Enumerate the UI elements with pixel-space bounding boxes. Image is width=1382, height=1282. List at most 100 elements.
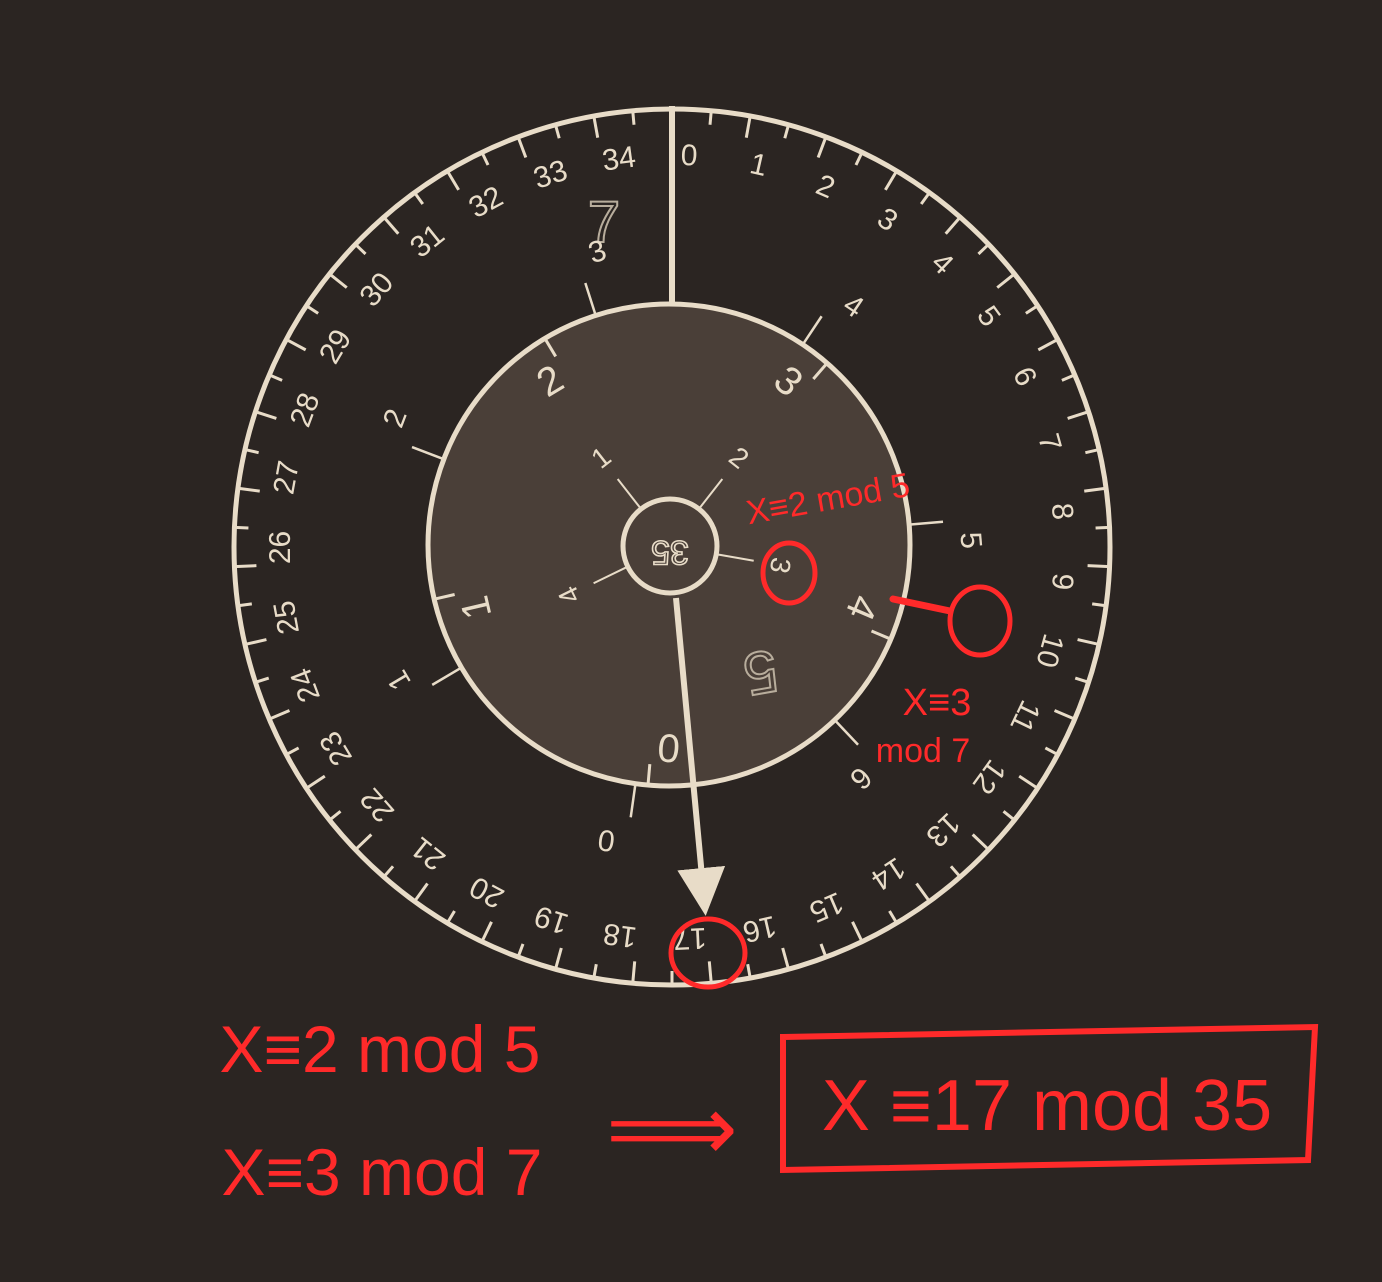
hub-circle [620,496,720,596]
outer-tick [1091,602,1107,608]
outer-tick [268,709,291,721]
outer-tick [382,216,400,235]
outer-tick [234,564,257,569]
middle-ring-label: 1 [381,664,418,695]
inner-disc-edge-tick [812,362,829,380]
outer-tick [920,191,931,205]
outer-ring-number: 10 [1029,630,1070,671]
outer-tick [285,746,300,756]
outer-tick [816,136,828,159]
outer-tick [1087,564,1110,569]
outer-tick [944,216,962,235]
outer-tick [1084,486,1107,493]
middle-ring-label: 5 [953,531,987,550]
outer-tick [254,410,277,420]
modulus-7-label: 7 [588,190,620,255]
outer-ring-number: 28 [284,388,327,431]
middle-ring-tick [431,666,463,686]
outer-tick [328,272,348,289]
outer-tick [592,115,600,138]
outer-ring-number: 13 [919,806,966,853]
outer-tick [592,963,598,979]
outer-tick [413,191,424,205]
outer-tick [949,865,962,878]
outer-ring-number: 18 [601,917,638,954]
outer-tick [851,921,864,943]
outer-ring-number: 20 [464,870,509,915]
hub-spoke [616,478,642,509]
inner-disc-edge-tick [646,764,652,786]
outer-ring-number: 15 [805,885,849,928]
outer-tick [888,910,898,924]
outer-ring-number: 26 [264,531,297,564]
hub-spoke [698,478,724,509]
outer-ring-number: 31 [404,218,451,265]
outer-tick [480,151,490,166]
outer-tick [354,243,367,256]
outer-tick [1044,746,1059,756]
outer-tick [305,774,326,790]
inner-disc-edge-tick [870,629,892,641]
outer-tick [446,170,460,191]
outer-tick [915,882,931,903]
outer-tick [1067,410,1090,420]
outer-tick [328,810,342,822]
outer-tick [1061,373,1076,382]
outer-tick [1025,304,1039,315]
hub-spoke [593,566,628,585]
outer-ring-number: 0 [680,139,698,173]
outer-tick [354,833,373,851]
middle-ring-label: 0 [596,823,617,858]
outer-ring-number: 16 [740,909,780,949]
outer-ring-number: 34 [600,140,638,177]
outer-tick [446,910,456,924]
middle-ring-tick [909,520,944,526]
outer-tick [382,865,395,878]
outer-tick [268,373,283,382]
outer-tick [480,921,493,943]
outer-tick [708,110,713,125]
outer-tick [305,304,319,315]
outer-tick [554,124,561,139]
outer-tick [554,947,563,970]
inner-disc-edge-tick [543,337,557,358]
outer-tick [244,638,267,646]
outer-tick [707,961,713,984]
middle-ring-label: 4 [837,288,869,325]
hub-spoke [717,553,754,562]
outer-tick [1018,774,1039,790]
outer-tick [781,947,790,970]
outer-tick [1085,448,1100,455]
outer-tick [996,272,1016,289]
outer-tick [516,943,525,958]
inner-disc-spokes [433,337,892,786]
middle-ring-tick [584,282,597,316]
outer-tick [971,833,990,851]
outer-ring-number: 22 [354,782,401,829]
outer-ring-number: 1 [747,147,771,183]
inner-disc-outer-label: 0 [656,725,682,771]
connector-mark [889,595,954,615]
outer-tick [1002,810,1016,822]
circle-mark-17 [668,916,748,990]
annotation-mod-7: mod 7 [876,732,971,770]
outer-tick [854,151,864,166]
outer-ring-number: 5 [970,300,1006,333]
result-box [780,1023,1319,1174]
outer-tick [1095,525,1110,530]
middle-ring-tick [411,445,445,461]
outer-tick [254,676,270,684]
bottom-congruence-mod-5: X≡2 mod 5 [219,1012,540,1086]
circle-mark-2-mod-5 [760,540,818,606]
outer-ring-number: 29 [313,324,358,370]
outer-ring-number: 32 [463,180,508,225]
result-congruence: X ≡17 mod 35 [822,1066,1272,1146]
outer-tick [631,961,637,984]
outer-tick [819,943,828,958]
result-arrow [673,597,726,916]
outer-tick [413,882,429,903]
middle-ring-tick [801,315,823,346]
implies-arrow: ⟹ [606,1075,738,1182]
